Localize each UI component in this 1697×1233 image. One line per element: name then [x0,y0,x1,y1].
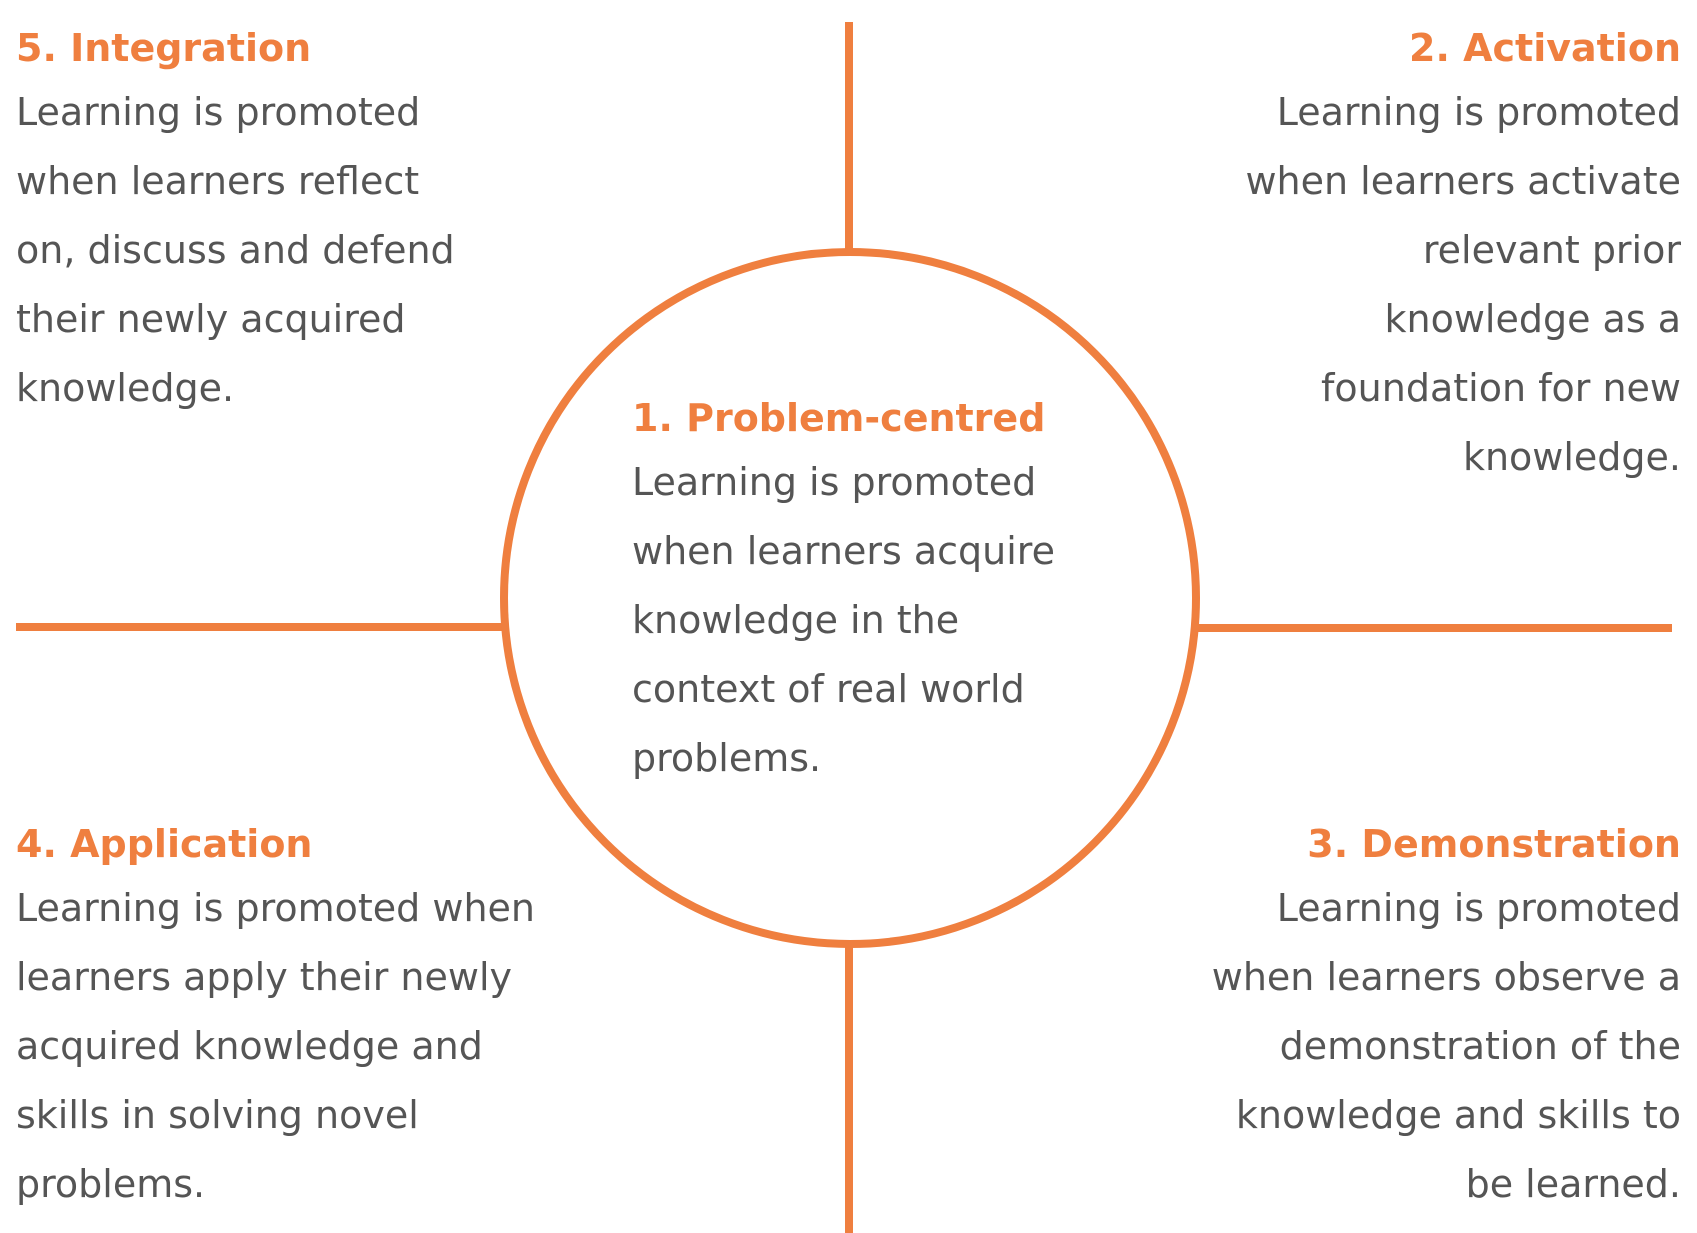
activation-block: 2. Activation Learning is promoted when … [1041,24,1681,492]
activation-title: 2. Activation [1409,26,1681,70]
demonstration-block: 3. Demonstration Learning is promoted wh… [1041,820,1681,1219]
center-circle [500,248,1200,948]
activation-text: Learning is promoted when learners activ… [1245,90,1681,479]
problem-centred-title: 1. Problem-centred [632,396,1046,440]
demonstration-text: Learning is promoted when learners obser… [1211,886,1681,1206]
integration-text: Learning is promoted when learners refle… [16,90,455,410]
demonstration-title: 3. Demonstration [1307,822,1681,866]
application-block: 4. Application Learning is promoted when… [16,820,656,1219]
problem-centred-block: 1. Problem-centred Learning is promoted … [632,394,1192,793]
integration-block: 5. Integration Learning is promoted when… [16,24,576,423]
problem-centred-text: Learning is promoted when learners acqui… [632,460,1055,780]
integration-title: 5. Integration [16,26,312,70]
application-title: 4. Application [16,822,313,866]
application-text: Learning is promoted when learners apply… [16,886,536,1206]
